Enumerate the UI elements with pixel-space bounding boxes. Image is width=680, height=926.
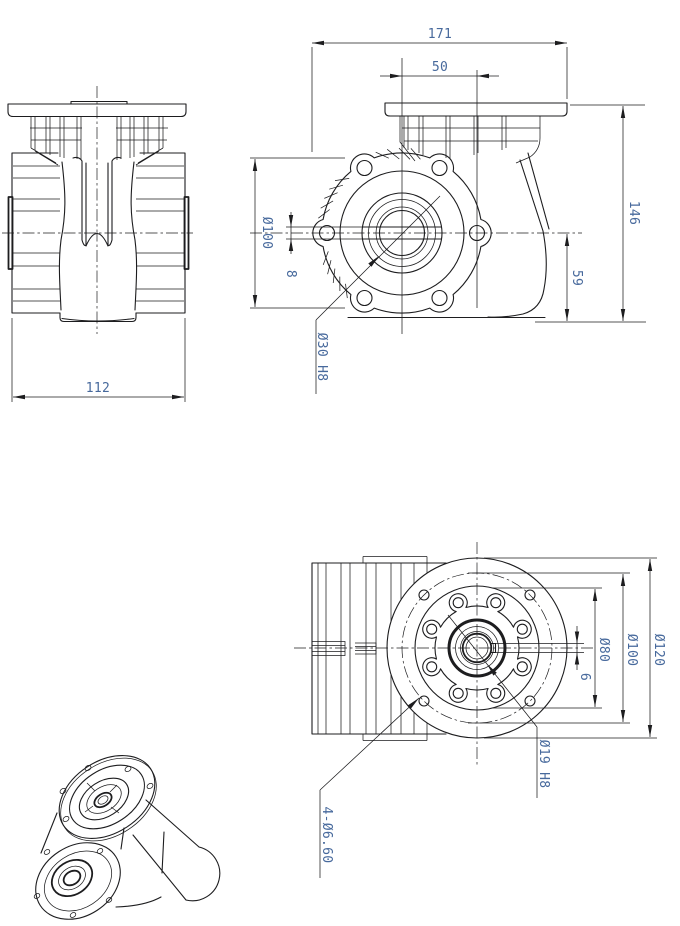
side-housing-profile	[348, 231, 546, 318]
dimension-texts: 112 171 50 146 59 Ø100 8 Ø30 H8 Ø80 Ø100…	[86, 27, 666, 863]
dim-output-bolt-circle: Ø100	[624, 634, 639, 667]
side-rib-bell	[400, 116, 540, 163]
output-flange-outer-circle	[387, 558, 567, 738]
front-view	[2, 86, 193, 334]
dim-output-bore: Ø19 H8	[536, 740, 551, 789]
isometric-view	[21, 738, 220, 926]
iso-top-flange-rim	[45, 741, 171, 858]
iso-top-flange-inner	[58, 752, 156, 842]
front-view-centerlines	[2, 86, 193, 334]
iso-top-bore	[92, 790, 114, 810]
dim-line-146	[535, 105, 646, 322]
output-bore-counterbore-bold	[449, 620, 505, 676]
output-boss-circle	[415, 586, 539, 710]
front-column-edges	[59, 162, 136, 310]
iso-front-flange-inner	[33, 839, 123, 924]
front-cooling-fins	[13, 166, 184, 301]
front-rib-bell	[30, 117, 168, 166]
iso-front-bore-ring	[45, 852, 99, 903]
iso-front-flange-holes	[33, 848, 112, 919]
output-bore-step1	[456, 627, 499, 670]
dim-line-dia100-output	[468, 573, 630, 723]
dim-flange-mount-spacing: 50	[432, 60, 448, 75]
side-view	[250, 58, 582, 334]
dim-overall-width: 171	[428, 27, 452, 42]
dim-mounting-holes: 4-Ø6.60	[319, 807, 334, 864]
side-bolt-holes	[320, 161, 485, 306]
side-bore-chamfer-circle	[376, 207, 428, 259]
side-support-arm	[520, 153, 549, 231]
iso-body-edges	[41, 800, 220, 907]
dim-line-171	[312, 43, 567, 152]
output-side-bosses	[312, 642, 376, 656]
output-bore-step2	[461, 632, 494, 665]
iso-front-flange-outer	[21, 827, 135, 926]
leader-dia30h8	[316, 196, 440, 394]
side-flange-face-circle	[340, 171, 464, 295]
dim-line-dia80	[492, 588, 602, 708]
dim-overall-height: 146	[626, 201, 641, 225]
side-flange-hatch-ticks	[318, 148, 420, 298]
output-mounting-holes	[419, 590, 535, 706]
side-keyway-slot	[363, 227, 442, 239]
side-scalloped-flange	[313, 153, 491, 313]
output-view	[294, 542, 594, 766]
iso-top-bore-inner	[96, 794, 109, 806]
iso-top-flange-holes	[59, 764, 154, 822]
dim-output-keyway-width: 6	[577, 673, 592, 681]
front-foot	[60, 313, 136, 322]
dim-line-dia120	[484, 558, 657, 738]
leader-4-dia6.60	[320, 698, 419, 878]
dim-shaft-center-height: 59	[569, 270, 584, 286]
output-centerlines	[294, 542, 594, 766]
dim-front-bolt-circle: Ø100	[259, 217, 274, 250]
output-body-outline	[312, 563, 446, 734]
dim-output-boss: Ø80	[596, 638, 611, 662]
output-scalloped-boss-ring	[423, 594, 532, 703]
dim-line-dia100-side	[250, 158, 345, 308]
output-bore-circle	[463, 634, 492, 663]
dimension-arrowheads	[13, 40, 653, 737]
output-bore-chamfer	[466, 637, 488, 659]
dim-front-keyway-width: 8	[283, 270, 298, 278]
dim-line-112	[12, 318, 185, 402]
iso-top-flange-outer	[44, 738, 170, 855]
dim-front-bore: Ø30 H8	[314, 333, 329, 382]
side-hub-step-circle	[369, 200, 436, 267]
iso-front-bore	[61, 868, 83, 889]
dim-output-flange: Ø120	[651, 634, 666, 667]
iso-hub-ribs	[85, 783, 119, 813]
side-hub-circle	[362, 193, 442, 273]
iso-hub-outer	[72, 770, 136, 829]
front-top-flange-plate	[8, 102, 186, 117]
output-mount-pads	[363, 557, 427, 741]
side-view-vertical-centerlines	[402, 58, 477, 334]
front-side-tabs	[9, 197, 189, 269]
side-top-flange-plate	[385, 103, 567, 116]
side-bore-circle	[380, 211, 425, 256]
dimension-lines	[12, 43, 657, 878]
front-shaft-boss	[73, 157, 121, 246]
iso-front-bore-step	[54, 861, 90, 894]
dim-body-width: 112	[86, 381, 110, 396]
output-tapped-holes	[427, 598, 528, 699]
